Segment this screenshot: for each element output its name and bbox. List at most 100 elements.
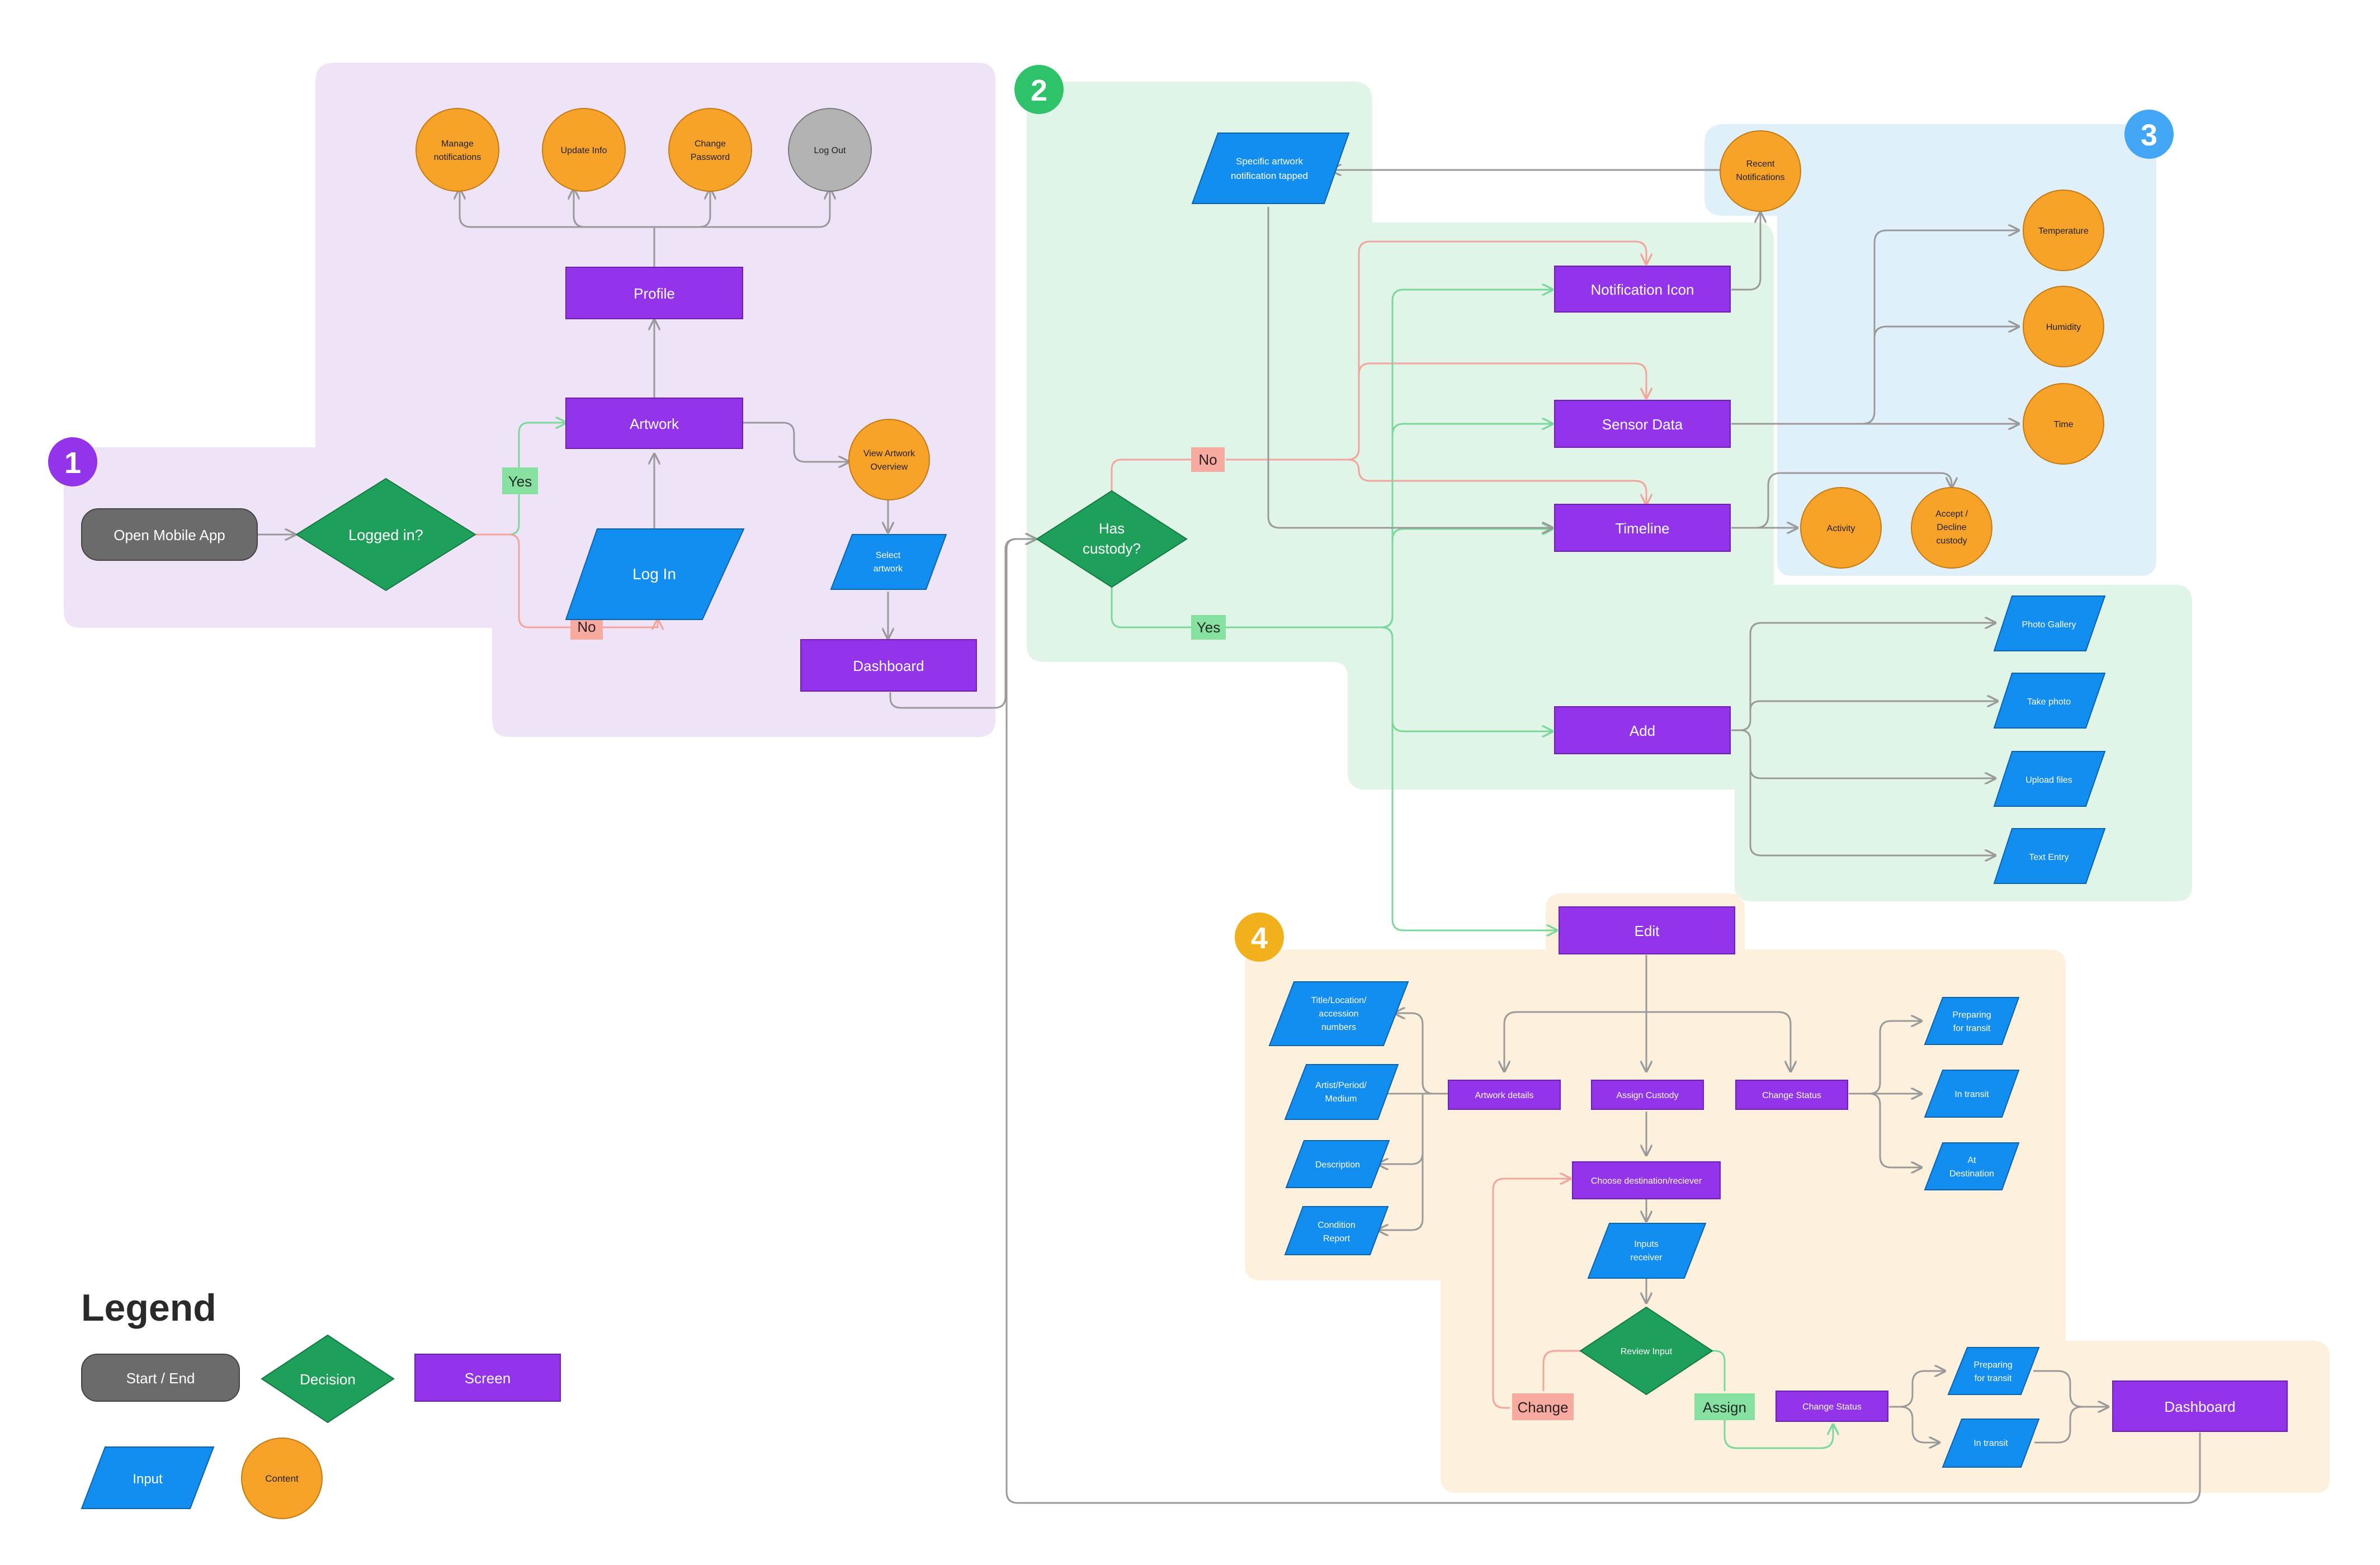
svg-text:Decision: Decision — [300, 1371, 356, 1388]
svg-text:No: No — [577, 618, 596, 635]
assign-tag: Assign — [1694, 1393, 1755, 1420]
select-artwork-input: Select artwork — [830, 534, 947, 590]
title-location-input: Title/Location/ accession numbers — [1268, 981, 1409, 1046]
svg-text:In transit: In transit — [1973, 1439, 2008, 1448]
svg-text:accession: accession — [1319, 1009, 1358, 1019]
change-status-screen-2: Change Status — [1775, 1391, 1888, 1422]
change-status-screen: Change Status — [1735, 1080, 1848, 1110]
svg-text:Artwork: Artwork — [630, 415, 679, 432]
svg-text:Destination: Destination — [1949, 1169, 1994, 1179]
svg-text:Screen: Screen — [465, 1370, 511, 1387]
description-input: Description — [1285, 1140, 1390, 1188]
artwork-details-screen: Artwork details — [1448, 1080, 1561, 1110]
svg-text:Artwork details: Artwork details — [1475, 1091, 1534, 1100]
review-input-decision: Review Input — [1579, 1306, 1713, 1396]
svg-text:for transit: for transit — [1975, 1374, 2012, 1383]
svg-text:Photo Gallery: Photo Gallery — [2022, 620, 2076, 630]
humidity-content: Humidity — [2023, 286, 2104, 367]
preparing-transit-input: Preparing for transit — [1924, 997, 2020, 1045]
svg-text:Yes: Yes — [1197, 619, 1220, 636]
svg-text:No: No — [1198, 451, 1217, 468]
svg-text:Change Status: Change Status — [1762, 1091, 1821, 1100]
svg-text:Log In: Log In — [632, 565, 676, 583]
artist-period-input: Artist/Period/ Medium — [1284, 1064, 1399, 1120]
svg-text:Recent: Recent — [1746, 159, 1775, 169]
svg-text:Report: Report — [1323, 1234, 1350, 1244]
log-out-content: Log Out — [788, 108, 872, 192]
region-4 — [1245, 893, 2330, 1493]
change-tag: Change — [1512, 1393, 1574, 1420]
svg-text:Notifications: Notifications — [1736, 173, 1784, 182]
svg-text:artwork: artwork — [873, 564, 903, 574]
svg-text:Preparing: Preparing — [1973, 1360, 2012, 1370]
svg-text:Open Mobile App: Open Mobile App — [114, 527, 225, 543]
artwork-screen: Artwork — [565, 398, 743, 449]
svg-text:custody: custody — [1936, 536, 1967, 546]
svg-text:Artist/Period/: Artist/Period/ — [1315, 1081, 1367, 1090]
legend-title: Legend — [81, 1287, 216, 1329]
view-artwork-overview-content: View Artwork Overview — [848, 419, 930, 500]
svg-text:Specific artwork: Specific artwork — [1236, 156, 1303, 167]
svg-text:Sensor Data: Sensor Data — [1602, 416, 1683, 433]
has-custody-decision: Has custody? — [1036, 490, 1188, 588]
legend-start-end: Start / End — [81, 1354, 240, 1402]
svg-text:Assign Custody: Assign Custody — [1616, 1091, 1678, 1100]
svg-text:for transit: for transit — [1953, 1024, 1991, 1033]
svg-text:Condition: Condition — [1318, 1221, 1356, 1230]
update-info-content: Update Info — [542, 108, 626, 192]
timeline-screen: Timeline — [1554, 504, 1731, 552]
svg-text:receiver: receiver — [1631, 1253, 1663, 1263]
svg-text:3: 3 — [2141, 119, 2157, 152]
svg-text:Dashboard: Dashboard — [853, 658, 924, 674]
region-1 — [64, 63, 995, 737]
svg-text:notification tapped: notification tapped — [1231, 171, 1308, 181]
svg-text:Temperature: Temperature — [2038, 226, 2089, 236]
badge-2: 2 — [1014, 65, 1064, 114]
specific-notification-input: Specific artwork notification tapped — [1191, 133, 1350, 204]
svg-text:Activity: Activity — [1827, 524, 1855, 533]
svg-text:Yes: Yes — [508, 473, 532, 490]
region-2 — [1027, 82, 2192, 901]
svg-text:custody?: custody? — [1083, 540, 1141, 557]
svg-text:Assign: Assign — [1703, 1399, 1746, 1416]
svg-text:Change: Change — [1517, 1399, 1568, 1416]
yes-tag: Yes — [502, 467, 538, 494]
svg-text:Description: Description — [1315, 1160, 1360, 1170]
legend-input: Input — [81, 1446, 215, 1509]
logged-in-decision: Logged in? — [295, 477, 476, 592]
svg-text:Manage: Manage — [441, 139, 474, 149]
custody-yes-tag: Yes — [1191, 615, 1226, 640]
svg-text:Title/Location/: Title/Location/ — [1311, 996, 1367, 1005]
badge-1: 1 — [48, 437, 97, 486]
manage-notifications-content: Manage notifications — [415, 108, 499, 192]
svg-text:Change Status: Change Status — [1802, 1402, 1862, 1412]
open-mobile-app-node: Open Mobile App — [81, 508, 258, 561]
svg-text:Decline: Decline — [1937, 523, 1966, 532]
svg-text:Medium: Medium — [1325, 1094, 1357, 1104]
svg-text:Review Input: Review Input — [1621, 1347, 1673, 1356]
svg-text:Add: Add — [1630, 722, 1655, 739]
text-entry-input: Text Entry — [1993, 828, 2106, 884]
svg-text:2: 2 — [1031, 74, 1047, 107]
recent-notifications-content: Recent Notifications — [1720, 130, 1801, 212]
svg-text:1: 1 — [64, 446, 81, 480]
svg-text:Timeline: Timeline — [1615, 520, 1669, 537]
svg-text:Upload files: Upload files — [2025, 776, 2072, 785]
svg-text:numbers: numbers — [1321, 1023, 1356, 1032]
photo-gallery-input: Photo Gallery — [1993, 595, 2106, 651]
add-screen: Add — [1554, 706, 1731, 754]
dashboard-screen-1: Dashboard — [800, 639, 977, 692]
preparing-transit-input-2: Preparing for transit — [1947, 1347, 2040, 1395]
svg-text:Preparing: Preparing — [1952, 1010, 1991, 1020]
svg-text:Accept /: Accept / — [1935, 509, 1968, 519]
legend: Legend Start / End Decision Screen Input… — [81, 1287, 561, 1519]
notification-icon-screen: Notification Icon — [1554, 266, 1731, 313]
legend-screen: Screen — [414, 1354, 561, 1402]
svg-text:View Artwork: View Artwork — [863, 449, 915, 458]
svg-text:In transit: In transit — [1954, 1090, 1989, 1099]
badge-4: 4 — [1235, 912, 1284, 962]
svg-text:Notification Icon: Notification Icon — [1591, 281, 1694, 298]
svg-text:Take photo: Take photo — [2027, 697, 2071, 707]
legend-content: Content — [241, 1438, 323, 1519]
sensor-data-screen: Sensor Data — [1554, 400, 1731, 448]
